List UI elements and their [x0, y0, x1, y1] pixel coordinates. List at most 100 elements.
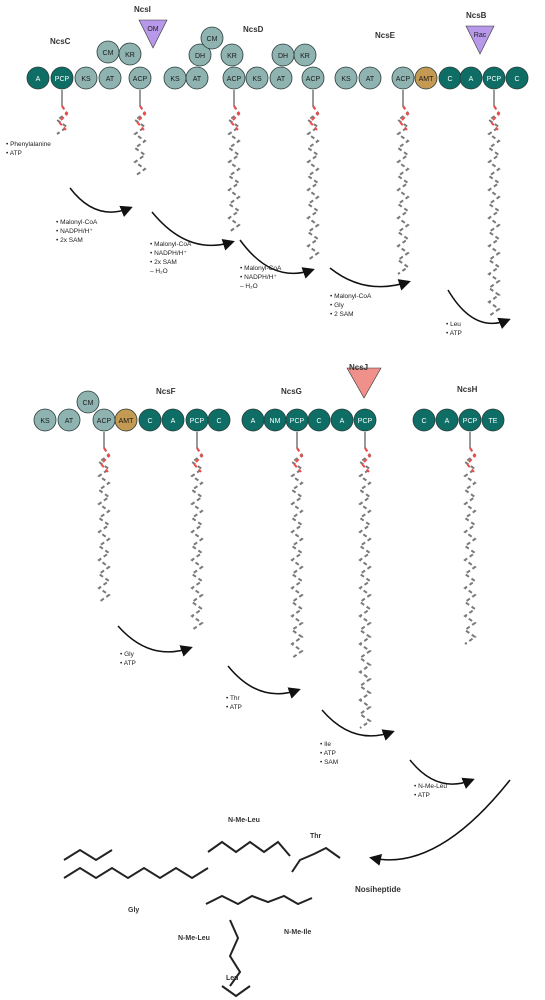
domain-label: KR — [227, 53, 237, 60]
product-fragment-label: N-Me-Leu — [178, 935, 210, 942]
domain-label: PCP — [190, 418, 205, 425]
module-label-ncsg: NcsG — [281, 387, 302, 396]
product-structure — [63, 866, 209, 880]
domain-at: AT — [269, 66, 293, 90]
step-label-line: • 2x SAM — [56, 237, 83, 244]
domain-c: C — [138, 408, 162, 432]
domain-acp: ACP — [128, 66, 152, 90]
domain-circle — [334, 66, 358, 90]
domain-circle — [207, 408, 231, 432]
domain-pcp: PCP — [458, 408, 482, 432]
domain-label: DH — [195, 53, 205, 60]
domain-circle — [26, 66, 50, 90]
domain-label: PCP — [55, 76, 70, 83]
tailoring-triangle — [465, 25, 495, 55]
domain-label: AT — [65, 418, 74, 425]
arrow-layer — [69, 187, 511, 866]
domain-circle — [118, 42, 142, 66]
domain-circle — [353, 408, 377, 432]
domain-label: A — [36, 76, 41, 83]
domain-label: DH — [278, 53, 288, 60]
chain-new-unit — [99, 447, 111, 473]
domain-label: CM — [103, 50, 114, 57]
domain-label: TE — [489, 418, 498, 425]
domain-at: AT — [98, 66, 122, 90]
domain-amt: AMT — [414, 66, 438, 90]
domain-circle — [482, 66, 506, 90]
domain-label: AT — [106, 76, 115, 83]
domain-circle — [220, 43, 244, 67]
step-label-line: • Malonyl-CoA — [56, 219, 98, 226]
product-structure — [207, 840, 291, 857]
domain-label: A — [445, 418, 450, 425]
domain-dh: DH — [271, 43, 295, 67]
step-label-line: • NADPH/H⁺ — [240, 274, 277, 281]
chain-backbone — [227, 105, 241, 233]
chain-new-unit — [57, 105, 69, 131]
domain-circle — [459, 66, 483, 90]
tailoring-triangle — [138, 19, 168, 49]
tailoring-badge: Rac — [474, 32, 487, 39]
domain-label: CM — [207, 36, 218, 43]
domain-circle — [414, 66, 438, 90]
domain-circle — [458, 408, 482, 432]
tailoring-badge: OM — [147, 26, 158, 33]
domain-a: A — [26, 66, 50, 90]
step-label: • Malonyl-CoA• Gly• 2 SAM — [330, 293, 372, 318]
domain-c: C — [505, 66, 529, 90]
chain-new-unit — [229, 105, 241, 131]
domain-label: ACP — [227, 76, 242, 83]
domain-c: C — [412, 408, 436, 432]
domain-label: KS — [81, 76, 91, 83]
chain-new-unit — [465, 447, 477, 473]
chain-new-unit — [489, 105, 501, 131]
domain-circle — [269, 66, 293, 90]
step-label: • N-Me-Leu• ATP — [414, 783, 447, 799]
domain-c: C — [207, 408, 231, 432]
module-ncsc: A PCP KS AT CM KR ACP — [26, 40, 152, 90]
domain-acp: ACP — [92, 408, 116, 432]
growing-chain — [97, 432, 111, 603]
domain-label: A — [469, 76, 474, 83]
domain-ks: KS — [334, 66, 358, 90]
domain-label: ACP — [133, 76, 148, 83]
product-fragment-label: Thr — [310, 833, 322, 840]
module-label-ncsc: NcsC — [50, 37, 71, 46]
step-label-line: • Thr — [226, 695, 241, 702]
domain-pcp: PCP — [185, 408, 209, 432]
domain-circle — [57, 408, 81, 432]
domain-dh: DH — [188, 43, 212, 67]
step-label-line: • Gly — [120, 651, 135, 658]
domain-amt: AMT — [114, 408, 138, 432]
product-name: Nosiheptide — [355, 885, 401, 894]
domain-at: AT — [358, 66, 382, 90]
domain-pcp: PCP — [353, 408, 377, 432]
domain-label: C — [147, 418, 152, 425]
domain-c: C — [307, 408, 331, 432]
pathway-arrow — [321, 709, 395, 741]
domain-circle — [435, 408, 459, 432]
domain-ks: KS — [33, 408, 57, 432]
step-label-line: • NADPH/H⁺ — [56, 228, 93, 235]
growing-chain — [133, 90, 147, 177]
domain-at: AT — [185, 66, 209, 90]
module-label-ncse: NcsE — [375, 31, 396, 40]
step-label-line: – H₂O — [240, 283, 258, 290]
domain-nm: NM — [263, 408, 287, 432]
growing-chain — [358, 432, 372, 729]
domain-a: A — [435, 408, 459, 432]
domain-circle — [50, 66, 74, 90]
step-label-line: • NADPH/H⁺ — [150, 250, 187, 257]
pathway-arrow — [69, 187, 133, 217]
chain-backbone — [290, 447, 304, 659]
domain-ks: KS — [163, 66, 187, 90]
domain-pcp: PCP — [285, 408, 309, 432]
growing-chain — [227, 90, 241, 233]
chain-backbone — [55, 105, 69, 135]
domain-kr: KR — [118, 42, 142, 66]
tailoring-label-ncsi: NcsI — [134, 5, 151, 14]
domain-circle — [301, 66, 325, 90]
chain-backbone — [97, 447, 111, 603]
